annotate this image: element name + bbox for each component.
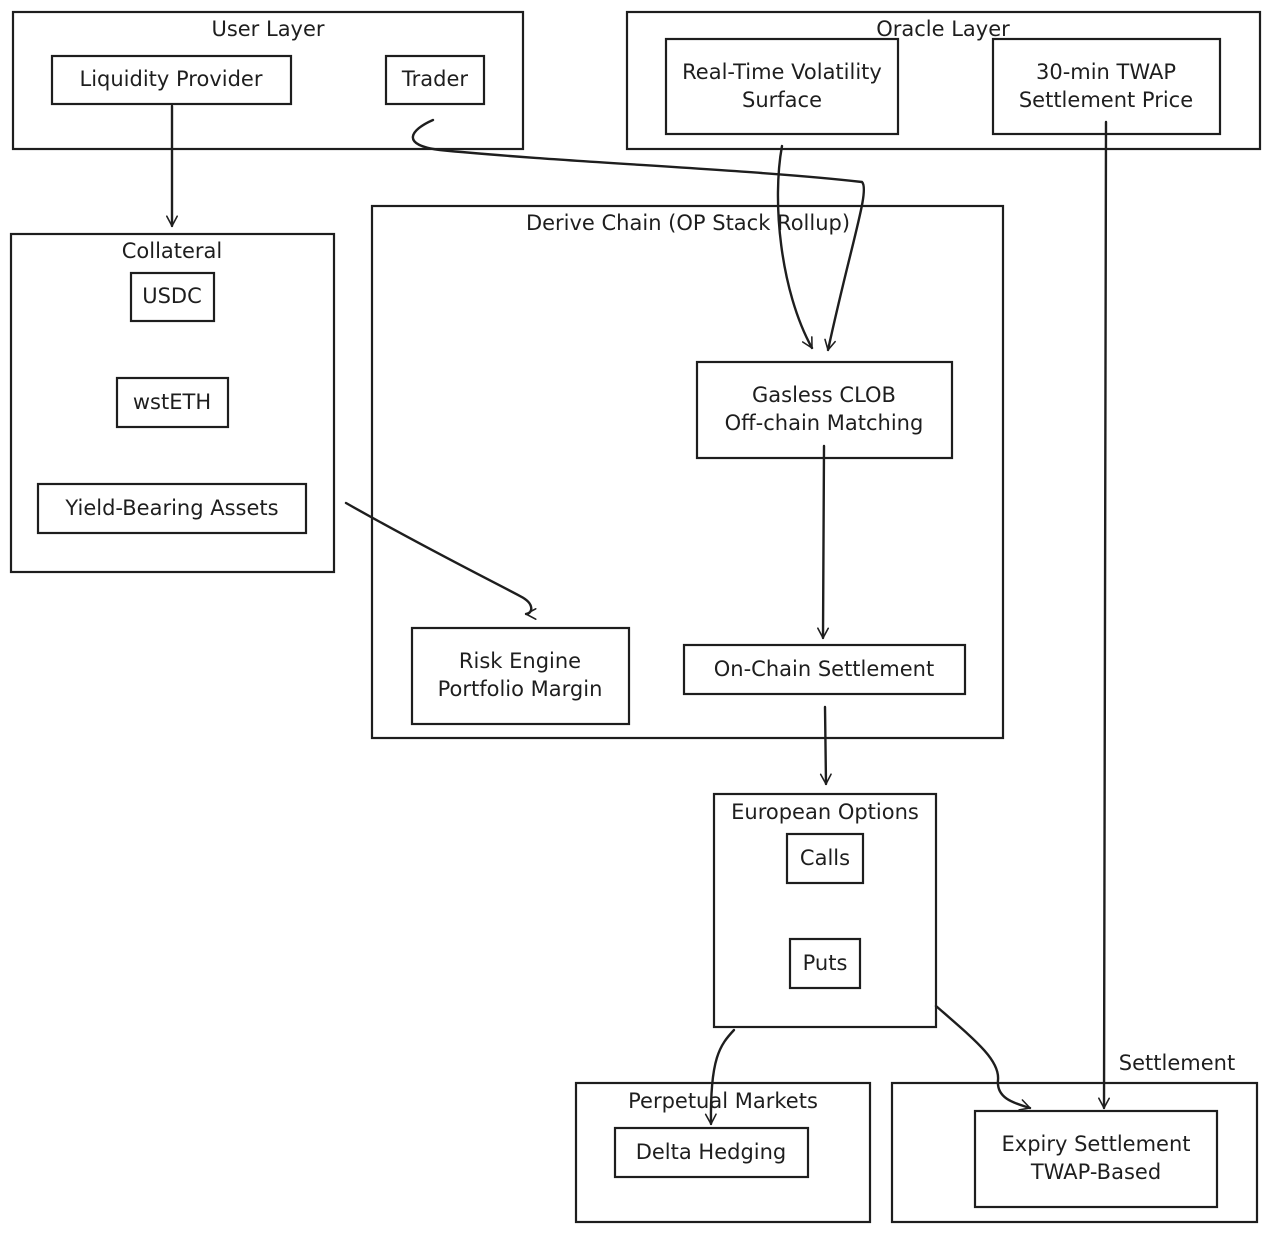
edge-onchain-settlement-to-european-options [819, 705, 832, 786]
group-perpetual-markets-label: Perpetual Markets [628, 1089, 818, 1113]
node-liquidity-provider: Liquidity Provider [50, 54, 293, 106]
node-liquidity-provider-label: Liquidity Provider [80, 67, 263, 91]
edge-european-options-to-expiry-settlement [934, 1004, 1032, 1111]
node-expiry-settlement-line-1: Expiry Settlement [1002, 1132, 1191, 1156]
node-calls-label: Calls [800, 846, 850, 870]
node-risk-engine: Risk Engine Portfolio Margin [410, 626, 631, 726]
group-european-options-label: European Options [731, 800, 919, 824]
group-perpetual-markets: Perpetual Markets [574, 1081, 872, 1224]
group-user-layer: User Layer [11, 10, 525, 151]
node-yield-assets-label: Yield-Bearing Assets [64, 496, 278, 520]
edge-vol-surface-to-clob [776, 144, 814, 350]
group-oracle-layer: Oracle Layer [625, 10, 1262, 151]
node-vol-surface-line-2: Surface [742, 88, 822, 112]
node-onchain-settlement-label: On-Chain Settlement [714, 657, 934, 681]
node-wsteth: wstETH [115, 376, 230, 429]
edges [166, 104, 1110, 1126]
node-vol-surface: Real-Time Volatility Surface [664, 37, 900, 136]
group-collateral-label: Collateral [122, 239, 223, 263]
node-twap-price-line-2: Settlement Price [1019, 88, 1193, 112]
node-onchain-settlement: On-Chain Settlement [682, 643, 967, 696]
node-clob-line-1: Gasless CLOB [752, 383, 896, 407]
group-settlement-label: Settlement [1119, 1051, 1235, 1075]
group-user-layer-label: User Layer [211, 17, 324, 41]
node-trader: Trader [384, 54, 486, 106]
group-european-options: European Options [712, 792, 938, 1029]
node-twap-price: 30-min TWAP Settlement Price [991, 37, 1222, 136]
node-puts: Puts [788, 937, 862, 990]
group-derive-chain: Derive Chain (OP Stack Rollup) [370, 204, 1005, 740]
node-twap-price-line-1: 30-min TWAP [1036, 60, 1176, 84]
node-yield-assets: Yield-Bearing Assets [36, 482, 308, 535]
edge-trader-to-clob [411, 118, 866, 352]
group-settlement: Settlement [890, 1051, 1259, 1224]
edge-twap-price-to-expiry-settlement [1098, 120, 1110, 1110]
group-collateral: Collateral [9, 232, 336, 574]
edge-collateral-to-risk-engine [344, 501, 537, 620]
node-clob-line-2: Off-chain Matching [725, 411, 924, 435]
node-risk-engine-line-1: Risk Engine [459, 649, 581, 673]
edge-clob-to-onchain-settlement [817, 444, 830, 640]
node-risk-engine-line-2: Portfolio Margin [438, 677, 603, 701]
group-oracle-layer-label: Oracle Layer [876, 17, 1010, 41]
node-wsteth-label: wstETH [133, 390, 211, 414]
node-clob: Gasless CLOB Off-chain Matching [695, 360, 954, 460]
group-derive-chain-label: Derive Chain (OP Stack Rollup) [526, 211, 850, 235]
node-trader-label: Trader [401, 67, 468, 91]
node-expiry-settlement: Expiry Settlement TWAP-Based [973, 1109, 1219, 1209]
edge-european-options-to-perpetual-markets [704, 1028, 736, 1126]
node-delta-hedging-label: Delta Hedging [636, 1140, 787, 1164]
node-calls: Calls [785, 832, 865, 885]
node-expiry-settlement-line-2: TWAP-Based [1030, 1160, 1161, 1184]
node-vol-surface-line-1: Real-Time Volatility [682, 60, 882, 84]
node-usdc: USDC [129, 271, 216, 323]
node-delta-hedging: Delta Hedging [613, 1126, 810, 1179]
node-usdc-label: USDC [142, 284, 202, 308]
node-puts-label: Puts [803, 951, 848, 975]
